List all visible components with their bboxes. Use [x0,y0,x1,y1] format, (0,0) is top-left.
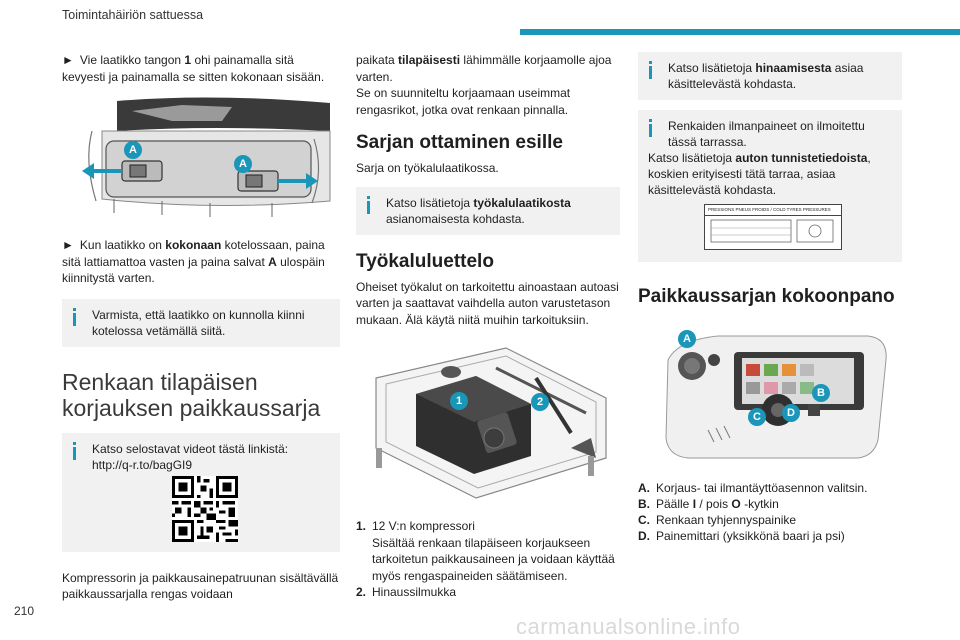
tyre-pressure-label-image: PRESSIONS PNEUS FROIDS / COLD TYRES PRES… [704,204,842,250]
paragraph-kit-intro: Kompressorin ja paikkausainepatruunan si… [62,570,339,602]
paragraph-temporary: paikata tilapäisesti lähimmälle korjaamo… [356,53,612,84]
compressor-legend: A. Korjaus- tai ilmantäyttöasennon valit… [638,480,902,544]
column-3: Katso lisätietoja hinaamisesta asiaa käs… [638,52,902,544]
paragraph-latches: ►Kun laatikko on kokonaan kotelossaan, p… [62,238,325,285]
info-icon [649,61,652,79]
heading-take-out-kit: Sarjan ottaminen esille [356,132,563,153]
toolbox-illustration [375,347,607,499]
watermark: carmanualsonline.info [516,614,741,639]
info-box-towing: Katso lisätietoja hinaamisesta asiaa käs… [638,52,902,100]
info-icon [649,119,652,137]
tool-list: 1. 12 V:n kompressori Sisältää renkaan t… [356,518,620,601]
label-graphic [710,219,834,243]
info-box-video: Katso selostavat videot tästä linkistä: … [62,432,340,552]
info-box-check-box: Varmista, että laatikko on kunnolla kiin… [62,298,340,347]
paragraph-designed-for: Se on suunniteltu korjaamaan useimmat re… [356,86,571,117]
paragraph-tools-note: Oheiset työkalut on tarkoitettu ainoasta… [356,279,619,327]
legend-item: C. Renkaan tyhjennyspainike [638,513,797,527]
figure-storage-box-latches: A A [62,91,340,227]
paragraph-kit-location: Sarja on työkalulaatikossa. [356,161,499,175]
heading-tool-list: Työkaluluettelo [356,250,494,272]
heading-assembly: Paikkaussarjan kokoonpano [638,286,895,307]
info-box-toolbox: Katso lisätietoja työkalulaatikosta asia… [356,186,620,235]
callout-b: B [812,384,830,402]
column-2: paikata tilapäisesti lähimmälle korjaamo… [356,52,620,601]
page-number: 210 [14,604,35,618]
callout-c: C [748,408,766,426]
info-box-tyre-pressure: Renkaiden ilmanpaineet on ilmoitettu täs… [638,110,902,262]
info-text-pressure-label: Renkaiden ilmanpaineet on ilmoitettu täs… [668,119,865,149]
heading-repair-kit: Renkaan tilapäisen korjauksen paikkaussa… [62,368,321,421]
callout-a-left: A [124,141,142,159]
column-1: ►Vie laatikko tangon 1 ohi painamalla si… [62,52,340,603]
figure-toolbox: 1 2 [356,338,620,504]
storage-box-illustration [82,97,332,217]
callout-2: 2 [531,393,549,411]
info-icon [367,195,370,214]
legend-item: D. Painemittari (yksikkönä baari ja psi) [638,529,845,543]
qr-code-image [172,475,238,542]
callout-d: D [782,404,800,422]
callout-a-right: A [234,155,252,173]
callout-a: A [678,330,696,348]
legend-item: A. Korjaus- tai ilmantäyttöasennon valit… [638,481,868,495]
figure-compressor: A B C D [638,320,902,470]
compressor-illustration [665,335,887,459]
step-arrow-icon: ► [62,53,74,67]
running-header: Toimintahäiriön sattuessa [62,8,204,22]
info-icon [73,441,76,460]
header-accent-bar [520,29,960,35]
list-item-title: Hinaussilmukka [372,585,457,599]
list-item-title: 12 V:n kompressori [372,519,475,533]
list-item-description: Sisältää renkaan tilapäiseen korjaukseen… [372,535,615,583]
list-item: 2. Hinaussilmukka [356,585,457,599]
info-icon [73,307,76,326]
callout-1: 1 [450,392,468,410]
list-item: 1. 12 V:n kompressori Sisältää renkaan t… [356,518,620,584]
step-arrow-icon: ► [62,238,74,252]
paragraph-insert-box: ►Vie laatikko tangon 1 ohi painamalla si… [62,53,325,84]
legend-item: B. Päälle I / pois O -kytkin [638,497,779,511]
